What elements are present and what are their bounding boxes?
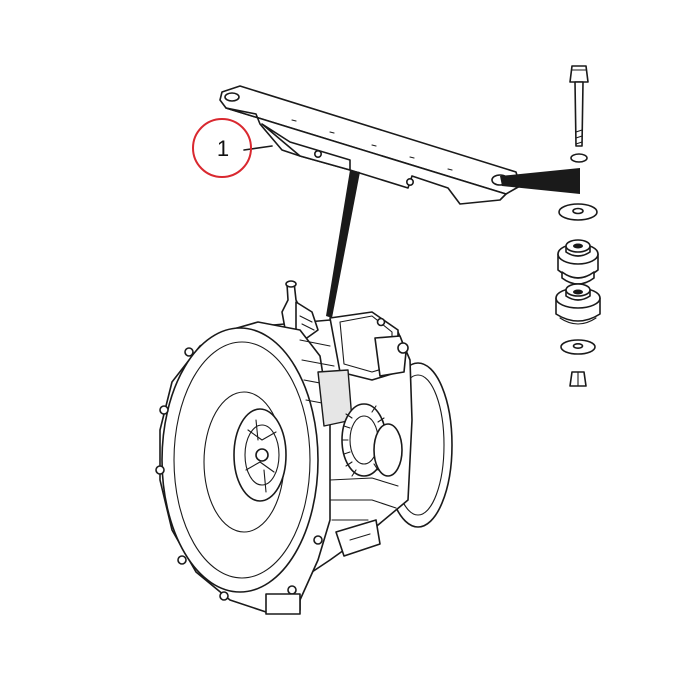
nut bbox=[569, 371, 587, 387]
engine bbox=[155, 280, 453, 615]
callout-number: 1 bbox=[217, 136, 229, 161]
mounting-hardware bbox=[555, 65, 601, 387]
bracket-to-hardware-leader bbox=[500, 168, 580, 194]
callout-leader-line bbox=[243, 145, 273, 151]
rubber-mount-upper bbox=[557, 239, 599, 285]
bottom-washer bbox=[560, 339, 596, 355]
washer bbox=[558, 203, 598, 221]
callout-1: 1 bbox=[192, 118, 273, 178]
bracket-to-engine-leader bbox=[326, 170, 360, 318]
bracket-side-face bbox=[225, 107, 507, 205]
lock-washer bbox=[570, 153, 588, 163]
rubber-mount-lower bbox=[555, 283, 601, 325]
bolt bbox=[569, 65, 589, 147]
bracket-top-face bbox=[219, 85, 521, 195]
engine-mount-bracket bbox=[219, 85, 521, 205]
callout-circle bbox=[192, 118, 252, 178]
